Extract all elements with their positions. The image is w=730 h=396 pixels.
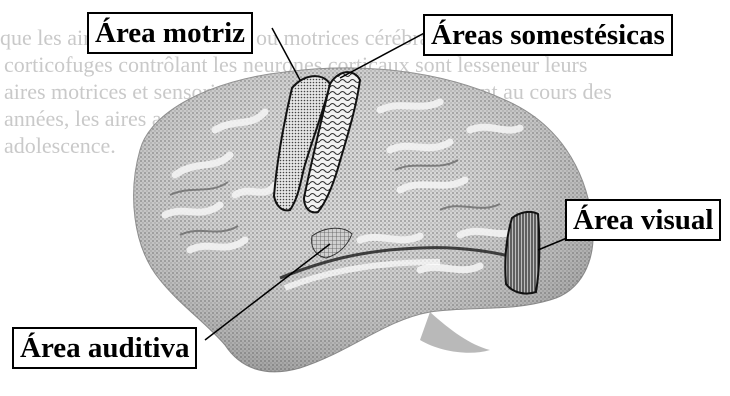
visual-area-label: Área visual xyxy=(565,199,721,241)
motor-area-label: Área motriz xyxy=(87,12,253,54)
auditory-area-label: Área auditiva xyxy=(12,327,197,369)
brainstem-shape xyxy=(420,312,490,353)
visual-area-region xyxy=(505,212,539,294)
somatosensory-area-label: Áreas somestésicas xyxy=(423,14,673,56)
